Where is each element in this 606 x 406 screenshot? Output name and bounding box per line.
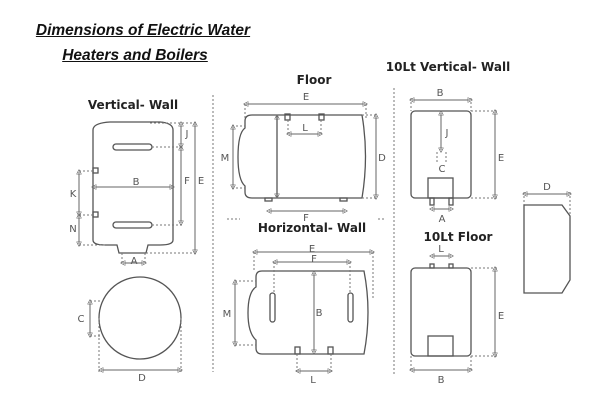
10lt-floor-diagram: 10Lt Floor L E B — [411, 230, 504, 386]
vertical-wall-diagram: Vertical- Wall J F E B K N A — [69, 98, 204, 384]
section-title: Vertical- Wall — [88, 98, 178, 112]
10lt-vertical-wall-diagram: 10Lt Vertical- Wall B E J C A — [386, 60, 510, 225]
dimension-label: F — [303, 213, 309, 224]
dimension-label: B — [437, 88, 444, 99]
dimension-label: E — [498, 311, 504, 322]
section-title: Floor — [297, 73, 332, 87]
dimension-label: N — [69, 224, 76, 235]
dimension-label: E — [309, 244, 315, 255]
dimension-label: L — [302, 123, 308, 134]
dimension-label: J — [445, 128, 449, 139]
dimension-label: M — [221, 153, 230, 164]
dimension-label: E — [198, 176, 204, 187]
dimension-label: C — [439, 164, 446, 175]
dimension-label: L — [310, 375, 316, 386]
floor-diagram: Floor E D M L F — [221, 73, 386, 224]
section-title: 10Lt Floor — [424, 230, 493, 244]
main-title-line1: Dimensions of Electric Water — [35, 22, 251, 39]
dimension-label: D — [543, 182, 551, 193]
dimension-label: A — [439, 214, 446, 225]
section-title: Horizontal- Wall — [258, 221, 366, 235]
dimension-label: E — [498, 153, 504, 164]
dimension-label: M — [223, 309, 232, 320]
section-title: 10Lt Vertical- Wall — [386, 60, 510, 74]
horizontal-wall-diagram: Horizontal- Wall E F B M L — [223, 221, 373, 386]
dimension-label: B — [438, 375, 445, 386]
dimension-label: F — [311, 254, 317, 265]
dimension-label: A — [131, 256, 138, 267]
dimension-label: J — [185, 129, 189, 140]
dimension-label: C — [78, 314, 85, 325]
dimension-label: D — [138, 373, 146, 384]
side-view-diagram: D — [524, 182, 570, 294]
dimension-label: F — [184, 176, 190, 187]
dimension-label: D — [378, 153, 386, 164]
dimension-label: K — [70, 189, 77, 200]
dimension-label: B — [316, 308, 323, 319]
main-title-line2: Heaters and Boilers — [62, 47, 208, 64]
dimension-label: E — [303, 92, 309, 103]
dimension-label: B — [133, 177, 140, 188]
dimension-label: L — [438, 244, 444, 255]
